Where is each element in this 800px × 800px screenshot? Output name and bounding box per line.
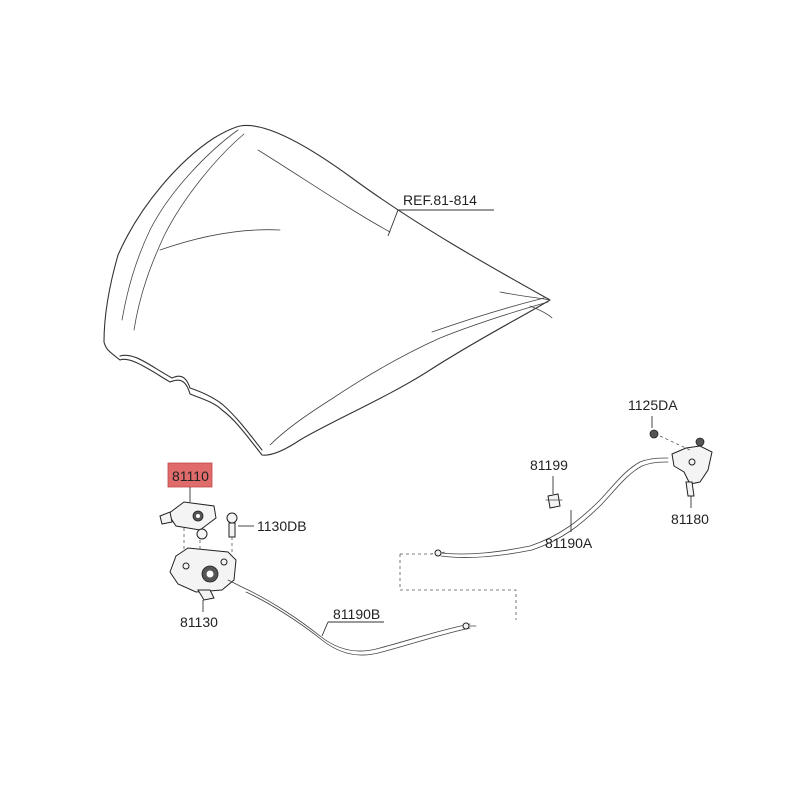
latch-callout: 81110: [167, 462, 213, 502]
lower-cable-81190b[interactable]: 81190B: [243, 587, 477, 656]
bolt-1130db[interactable]: 1130DB: [226, 512, 307, 552]
latch-assembly-part[interactable]: 81130: [169, 547, 245, 630]
hood-reference-callout: REF.81-814: [387, 192, 494, 237]
latch-striker-part[interactable]: [159, 501, 217, 560]
clip-part-number: 81199: [530, 457, 568, 473]
hood-panel[interactable]: [103, 124, 553, 456]
cable-connection-outline: [399, 551, 517, 620]
lower-cable-part-number: 81190B: [333, 606, 380, 622]
bolt-part-number: 1130DB: [257, 518, 307, 534]
cable-clip-81199[interactable]: 81199: [530, 457, 568, 509]
bolt-1125da[interactable]: 1125DA: [628, 397, 691, 451]
upper-cable-part-number: 81190A: [545, 535, 593, 551]
hood-ref-label: REF.81-814: [403, 192, 477, 208]
upper-cable-81190a[interactable]: 81190A: [434, 457, 669, 559]
latch-label-highlight: [167, 462, 213, 488]
release-handle-81180[interactable]: 81180: [671, 437, 713, 527]
latch-assembly-part-number: 81130: [180, 614, 218, 630]
handle-bolt-part-number: 1125DA: [628, 397, 678, 413]
release-handle-part-number: 81180: [671, 511, 709, 527]
latch-part-number: 81110: [172, 468, 209, 484]
